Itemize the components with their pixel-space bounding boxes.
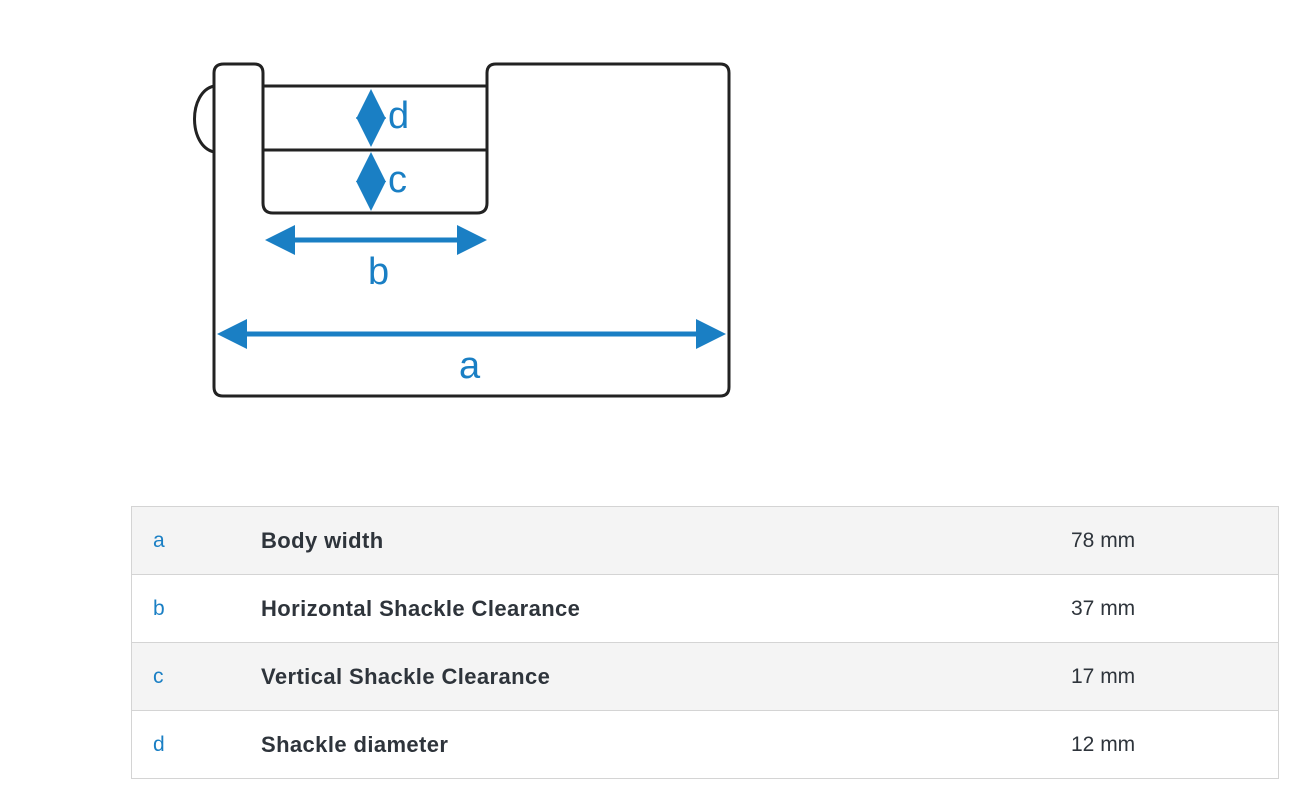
- table-row: b Horizontal Shackle Clearance 37 mm: [131, 574, 1279, 643]
- padlock-knob: [193, 84, 216, 154]
- spec-key: a: [131, 506, 261, 575]
- spec-value: 37 mm: [1071, 574, 1279, 643]
- table-row: d Shackle diameter 12 mm: [131, 710, 1279, 779]
- spec-value: 17 mm: [1071, 642, 1279, 711]
- spec-value: 12 mm: [1071, 710, 1279, 779]
- spec-name: Vertical Shackle Clearance: [261, 642, 1071, 711]
- specs-table: a Body width 78 mm b Horizontal Shackle …: [131, 506, 1279, 779]
- spec-name: Horizontal Shackle Clearance: [261, 574, 1071, 643]
- spec-key: b: [131, 574, 261, 643]
- spec-key: d: [131, 710, 261, 779]
- dimension-arrows: [217, 89, 726, 349]
- dimension-label-c: c: [388, 159, 407, 201]
- spec-name: Body width: [261, 506, 1071, 575]
- spec-value: 78 mm: [1071, 506, 1279, 575]
- table-row: c Vertical Shackle Clearance 17 mm: [131, 642, 1279, 711]
- padlock-dimension-diagram: d c b a: [180, 50, 750, 420]
- spec-name: Shackle diameter: [261, 710, 1071, 779]
- dimension-label-a: a: [459, 345, 481, 387]
- dimension-label-b: b: [368, 251, 389, 293]
- spec-key: c: [131, 642, 261, 711]
- dimension-label-d: d: [388, 95, 409, 137]
- table-row: a Body width 78 mm: [131, 506, 1279, 575]
